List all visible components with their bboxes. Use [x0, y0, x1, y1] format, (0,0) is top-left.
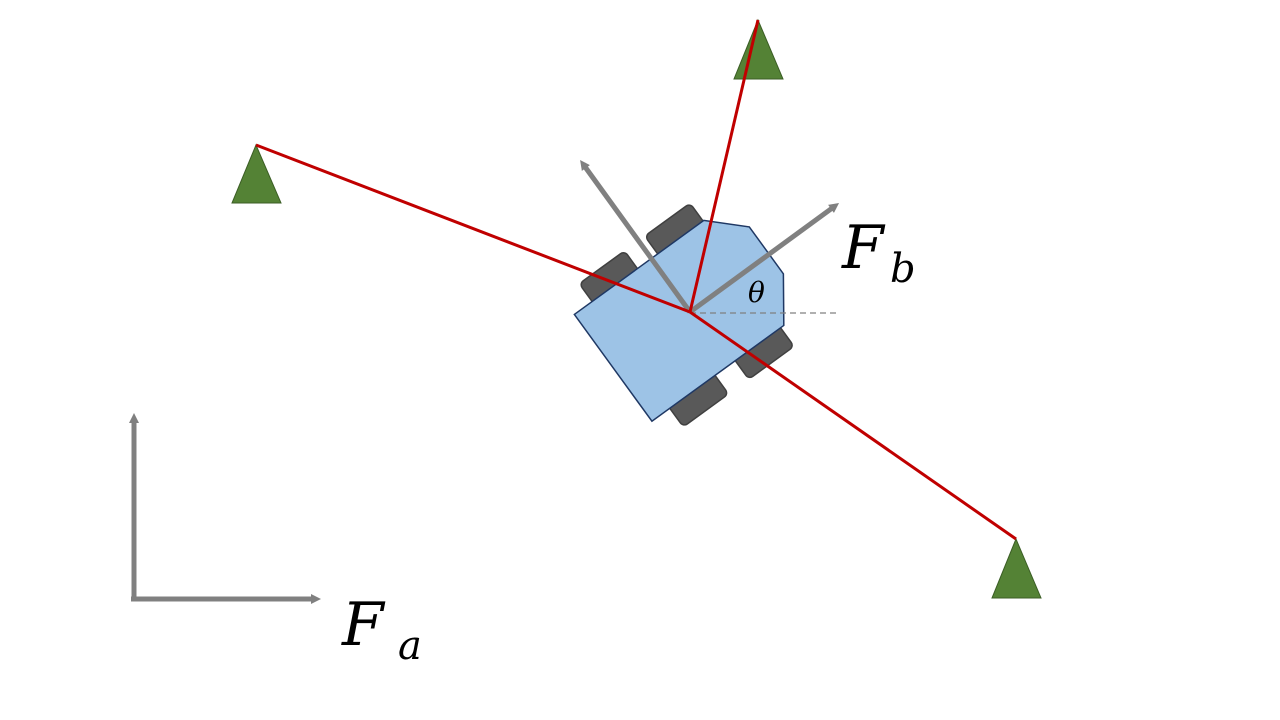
ray-to-bottom-right-landmark [689, 310, 1017, 541]
ray-to-left-landmark [255, 143, 691, 314]
landmark-triangle-bottom-right-icon [991, 537, 1042, 599]
landmark-triangle-left-icon [231, 143, 282, 204]
robot-body [573, 219, 785, 423]
body-frame-label-sub: b [890, 246, 916, 292]
world-frame-label-sub: a [398, 623, 422, 669]
body-frame-label: F b [841, 213, 916, 292]
body-frame-x-axis [688, 203, 840, 315]
world-frame-label-main: F [341, 590, 386, 660]
wheeled-robot-icon [573, 204, 793, 426]
body-frame-y-axis [580, 159, 693, 314]
world-frame-axes [129, 413, 321, 604]
world-frame-label: F a [341, 590, 422, 669]
measurement-rays [255, 19, 1017, 541]
body-frame-axes [580, 159, 840, 315]
ray-to-top-landmark [688, 19, 760, 313]
body-frame-label-main: F [841, 213, 886, 283]
heading-angle-label: θ [748, 276, 765, 309]
landmark-triangle-top-icon [733, 18, 784, 80]
